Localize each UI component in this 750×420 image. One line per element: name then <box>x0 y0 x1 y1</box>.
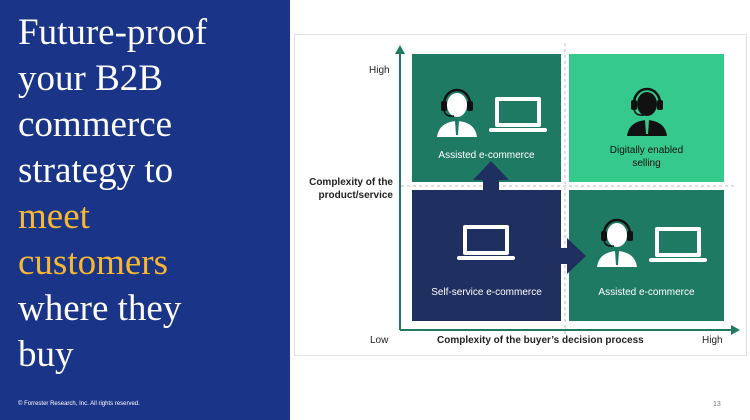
laptop-icon <box>649 227 707 262</box>
x-axis-high-label: High <box>702 335 723 346</box>
title-line: where they <box>18 288 182 329</box>
y-axis-label-line: Complexity of the <box>309 177 393 188</box>
person-headset-icon <box>627 87 667 136</box>
y-axis-label-line: product/service <box>318 190 393 201</box>
up-arrow-icon <box>473 161 509 190</box>
diagram-axes <box>395 43 740 335</box>
slide-title: Future-proof your B2B commerce strategy … <box>18 10 283 378</box>
quadrant-label-line: selling <box>632 158 661 169</box>
y-axis-arrowhead <box>395 45 405 54</box>
quadrant-label: Digitally enabled selling <box>610 144 683 170</box>
copyright-text: © Forrester Research, Inc. All rights re… <box>18 401 140 407</box>
quadrant-label: Assisted e-commerce <box>438 150 535 161</box>
title-highlight-line: meet <box>18 196 90 237</box>
quadrant-label-line: Digitally enabled <box>609 145 684 156</box>
person-headset-icon <box>437 88 477 137</box>
quadrant-diagram: Assisted e-commerce Digitally enabled se… <box>294 34 747 356</box>
title-highlight-line: customers <box>18 242 169 283</box>
title-line: Future-proof <box>18 12 208 53</box>
y-axis-high-label: High <box>369 65 390 76</box>
person-headset-icon <box>597 218 637 267</box>
laptop-icon <box>457 225 515 260</box>
x-axis-label: Complexity of the buyer’s decision proce… <box>437 335 644 346</box>
title-line: commerce <box>18 104 173 145</box>
page-number: 13 <box>713 401 721 408</box>
quadrant-bottom-left: Self-service e-commerce <box>412 190 561 321</box>
title-line: your B2B <box>18 58 163 99</box>
y-axis-label: Complexity of the product/service <box>297 176 393 202</box>
x-axis-low-label: Low <box>370 335 389 346</box>
quadrant-label: Self-service e-commerce <box>431 287 542 298</box>
laptop-icon <box>489 97 547 132</box>
title-line: buy <box>18 334 74 375</box>
right-arrow-icon <box>557 238 586 274</box>
x-axis-arrowhead <box>731 325 740 335</box>
title-line: strategy to <box>18 150 174 191</box>
quadrant-top-right: Digitally enabled selling <box>569 54 724 182</box>
quadrant-label: Assisted e-commerce <box>598 287 695 298</box>
left-panel: Future-proof your B2B commerce strategy … <box>0 0 290 420</box>
